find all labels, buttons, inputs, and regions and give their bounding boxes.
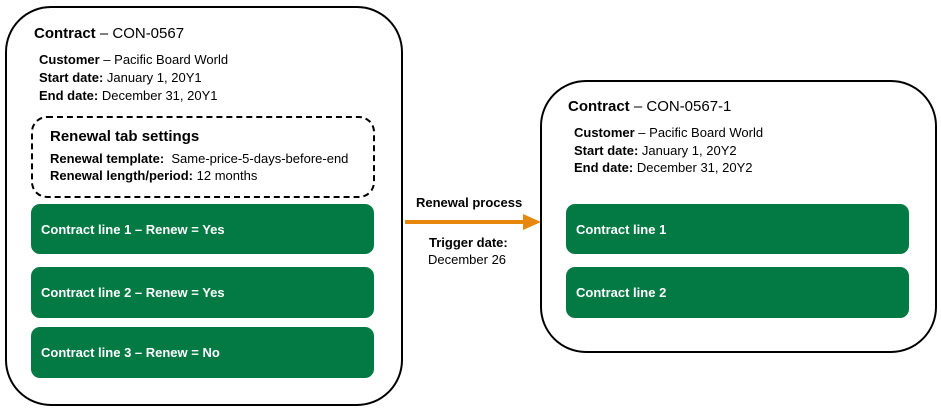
- renewed-contract-line-1: Contract line 1: [566, 204, 909, 254]
- original-start-date-line: Start date: January 1, 20Y1: [39, 70, 202, 85]
- original-end-date-value: December 31, 20Y1: [101, 88, 218, 103]
- renewed-end-date-value: December 31, 20Y2: [636, 160, 753, 175]
- trigger-date-value: December 26: [428, 252, 507, 267]
- renewal-process-label: Renewal process: [416, 195, 523, 210]
- renewed-contract-id: CON-0567-1: [646, 98, 732, 115]
- renewed-customer-line: Customer – Pacific Board World: [574, 125, 764, 140]
- renewed-contract-line-2: Contract line 2: [566, 267, 909, 318]
- original-end-date-line: End date: December 31, 20Y1: [39, 88, 218, 103]
- arrow-head: [523, 214, 541, 230]
- renewal-template-value: Same-price-5-days-before-end: [171, 151, 349, 166]
- renewal-tab-settings-box: Renewal tab settings Renewal template: S…: [31, 116, 375, 198]
- original-contract-id: CON-0567: [112, 25, 185, 42]
- trigger-date-label: Trigger date:: [429, 235, 508, 250]
- original-contract-line-3: Contract line 3 – Renew = No: [31, 327, 374, 378]
- original-contract-title: Contract – CON-0567: [34, 25, 185, 42]
- renewal-settings-heading: Renewal tab settings: [50, 128, 200, 145]
- renewed-start-date-line: Start date: January 1, 20Y2: [574, 143, 737, 158]
- renewed-start-date-value: January 1, 20Y2: [641, 143, 737, 158]
- original-contract-line-1: Contract line 1 – Renew = Yes: [31, 204, 374, 254]
- renewal-length-value: 12 months: [196, 168, 258, 183]
- renewal-length-line: Renewal length/period: 12 months: [50, 168, 258, 183]
- original-customer-line: Customer – Pacific Board World: [39, 52, 229, 67]
- renewed-contract-title: Contract – CON-0567-1: [568, 98, 732, 115]
- renewal-arrow: [405, 214, 541, 230]
- original-customer-value: Pacific Board World: [114, 52, 229, 67]
- original-start-date-value: January 1, 20Y1: [106, 70, 202, 85]
- original-contract-line-2: Contract line 2 – Renew = Yes: [31, 267, 374, 318]
- renewed-end-date-line: End date: December 31, 20Y2: [574, 160, 753, 175]
- renewal-template-line: Renewal template: Same-price-5-days-befo…: [50, 151, 349, 166]
- renewed-customer-value: Pacific Board World: [649, 125, 764, 140]
